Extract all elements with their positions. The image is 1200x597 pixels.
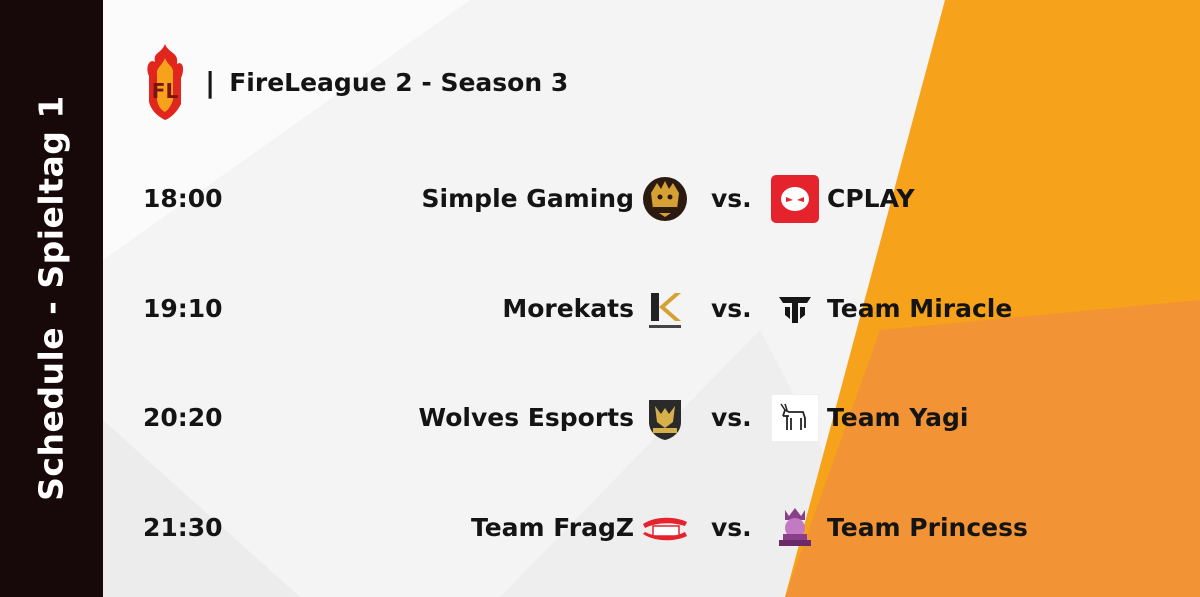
cplay-icon: [771, 175, 819, 223]
home-team-name: Morekats: [502, 294, 634, 323]
home-team-name: Simple Gaming: [421, 184, 634, 213]
header: FL | FireLeague 2 - Season 3: [143, 42, 568, 122]
match-time: 21:30: [143, 513, 223, 542]
away-team-name: Team Miracle: [827, 294, 1013, 323]
vs-label: vs.: [711, 403, 752, 432]
home-team-name: Wolves Esports: [418, 403, 634, 432]
vs-label: vs.: [711, 294, 752, 323]
match-time: 18:00: [143, 184, 223, 213]
vs-label: vs.: [711, 513, 752, 542]
morekats-icon: [649, 293, 681, 328]
match-row: 19:10 Morekats vs. Team Miracle: [0, 280, 1200, 340]
fireleague-logo-icon: FL: [147, 44, 184, 120]
vs-label: vs.: [711, 184, 752, 213]
match-time: 19:10: [143, 294, 223, 323]
sidebar: Schedule - Spieltag 1: [0, 0, 103, 597]
team-fragz-icon: [643, 517, 687, 541]
team-yagi-goat-icon: [771, 394, 819, 442]
away-team-name: Team Yagi: [827, 403, 969, 432]
away-team-name: Team Princess: [827, 513, 1028, 542]
team-miracle-icon: [779, 297, 811, 323]
team-princess-icon: [779, 508, 811, 546]
header-separator: |: [205, 65, 216, 99]
league-name: FireLeague 2 - Season 3: [229, 67, 569, 97]
match-time: 20:20: [143, 403, 223, 432]
match-row: 20:20 Wolves Esports vs. Team Yagi: [0, 389, 1200, 449]
match-row: 18:00 Simple Gaming vs. CPLAY: [0, 170, 1200, 230]
simple-gaming-lion-icon: [643, 177, 687, 221]
wolves-esports-icon: [649, 400, 681, 440]
home-team-name: Team FragZ: [470, 513, 634, 542]
away-team-name: CPLAY: [827, 184, 915, 213]
match-row: 21:30 Team FragZ vs. Team Princess: [0, 499, 1200, 559]
svg-text:FL: FL: [152, 79, 179, 103]
